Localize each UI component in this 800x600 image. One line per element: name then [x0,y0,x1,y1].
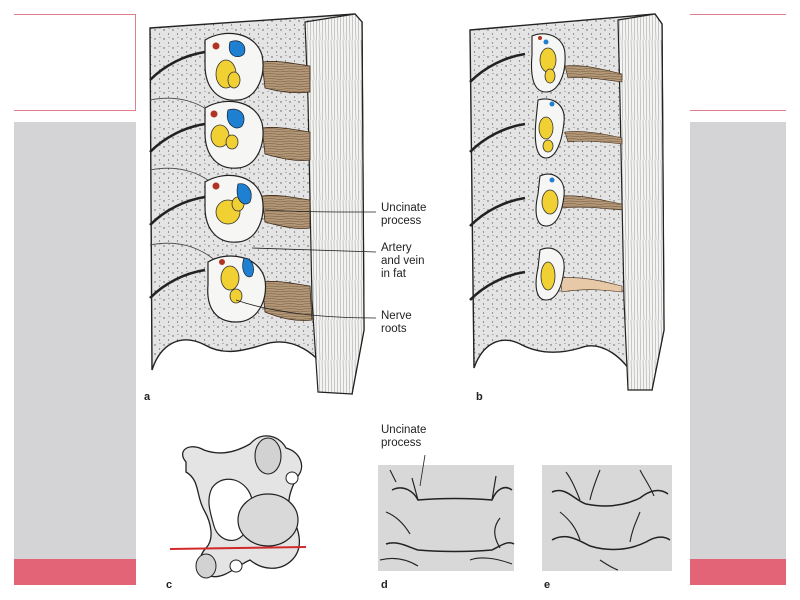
label-uncinate-process-d: Uncinate process [381,424,426,450]
foramen-level-3 [204,174,264,243]
panel-b-spine-section [469,13,665,391]
label-artery-vein: Artery and vein in fat [381,242,424,281]
panel-letter-b: b [476,391,483,403]
foramen-level-1 [204,32,264,101]
slide-background-right [690,122,786,559]
panel-letter-d: d [381,579,388,591]
label-line: Uncinate [381,202,427,214]
label-line: Uncinate [381,424,427,436]
panel-a-spine-section [149,13,377,395]
label-nerve-roots: Nerve roots [381,310,412,336]
slide-rule [135,14,136,110]
slide-accent-bar-left [14,559,136,585]
foramen-b-level-1 [530,33,566,93]
panel-d-radiograph [378,454,515,571]
slide-rule [14,14,136,15]
panel-letter-e: e [544,579,551,591]
foramen-b-level-3 [535,173,565,227]
slide-rule [690,110,786,111]
label-line: process [381,437,422,449]
panel-letter-a: a [144,391,151,403]
panel-letter-c: c [166,579,173,591]
label-line: and vein [381,255,425,267]
slide-background-left [14,122,136,559]
label-line: Artery [381,242,412,254]
section-line [169,546,307,550]
slide-accent-bar-right [690,559,786,585]
panel-c-vertebra [169,435,307,579]
foramen-level-4 [207,255,267,323]
label-line: in fat [381,268,406,280]
foramen-level-2 [204,100,264,169]
label-line: Nerve [381,310,412,322]
foramen-b-level-2 [534,98,565,159]
spine-figure: Uncinate process Artery and vein in fat … [136,0,690,600]
slide-rule [690,14,786,15]
label-uncinate-process: Uncinate process [381,202,426,228]
panel-e-radiograph [542,465,672,571]
label-line: roots [381,323,407,335]
slide-rule [14,110,136,111]
label-line: process [381,215,422,227]
foramen-b-level-4 [535,247,565,301]
